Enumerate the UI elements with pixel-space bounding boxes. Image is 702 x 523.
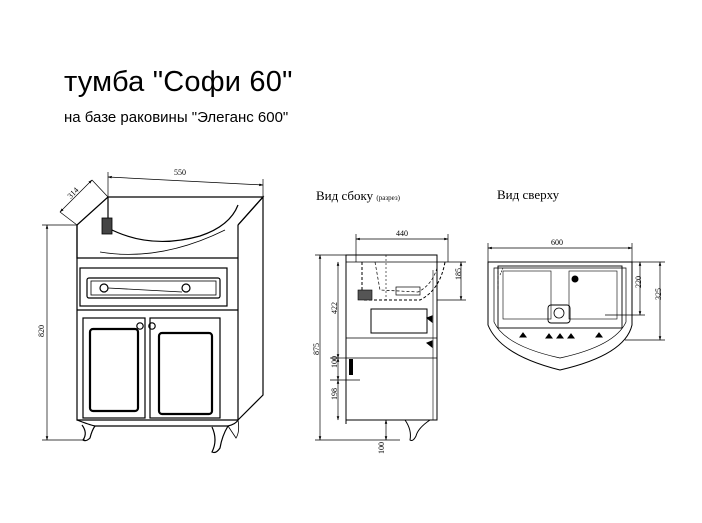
top-dimensions: [487, 243, 665, 341]
side-view-title: Вид сбоку: [316, 188, 374, 203]
dim-front-depth: 314: [66, 186, 81, 201]
dim-side-upper: 422: [330, 302, 339, 314]
front-dimensions: [42, 172, 264, 441]
side-view-label: Вид сбоку (разрез): [316, 188, 400, 204]
dim-side-drawer: 100: [330, 356, 339, 368]
top-view: [487, 261, 633, 371]
side-dimensions: [315, 234, 466, 441]
dim-top-width: 600: [551, 238, 563, 247]
dim-top-depth: 325: [654, 288, 663, 300]
side-view: [345, 254, 446, 441]
dim-side-sink-height: 185: [454, 268, 463, 280]
dim-side-legs: 100: [377, 442, 386, 454]
dim-side-lower: 198: [330, 388, 339, 400]
product-title: тумба "Софи 60": [64, 66, 293, 98]
front-view: [76, 195, 265, 454]
dim-side-total: 875: [312, 343, 321, 355]
side-view-note: (разрез): [376, 194, 400, 202]
dim-side-depth: 440: [396, 229, 408, 238]
dim-front-height: 820: [37, 325, 46, 337]
product-subtitle: на базе раковины "Элеганс 600": [64, 109, 289, 126]
top-view-label: Вид сверху: [497, 187, 560, 202]
dim-front-width: 550: [174, 168, 186, 177]
dim-top-inner: 220: [634, 276, 643, 288]
